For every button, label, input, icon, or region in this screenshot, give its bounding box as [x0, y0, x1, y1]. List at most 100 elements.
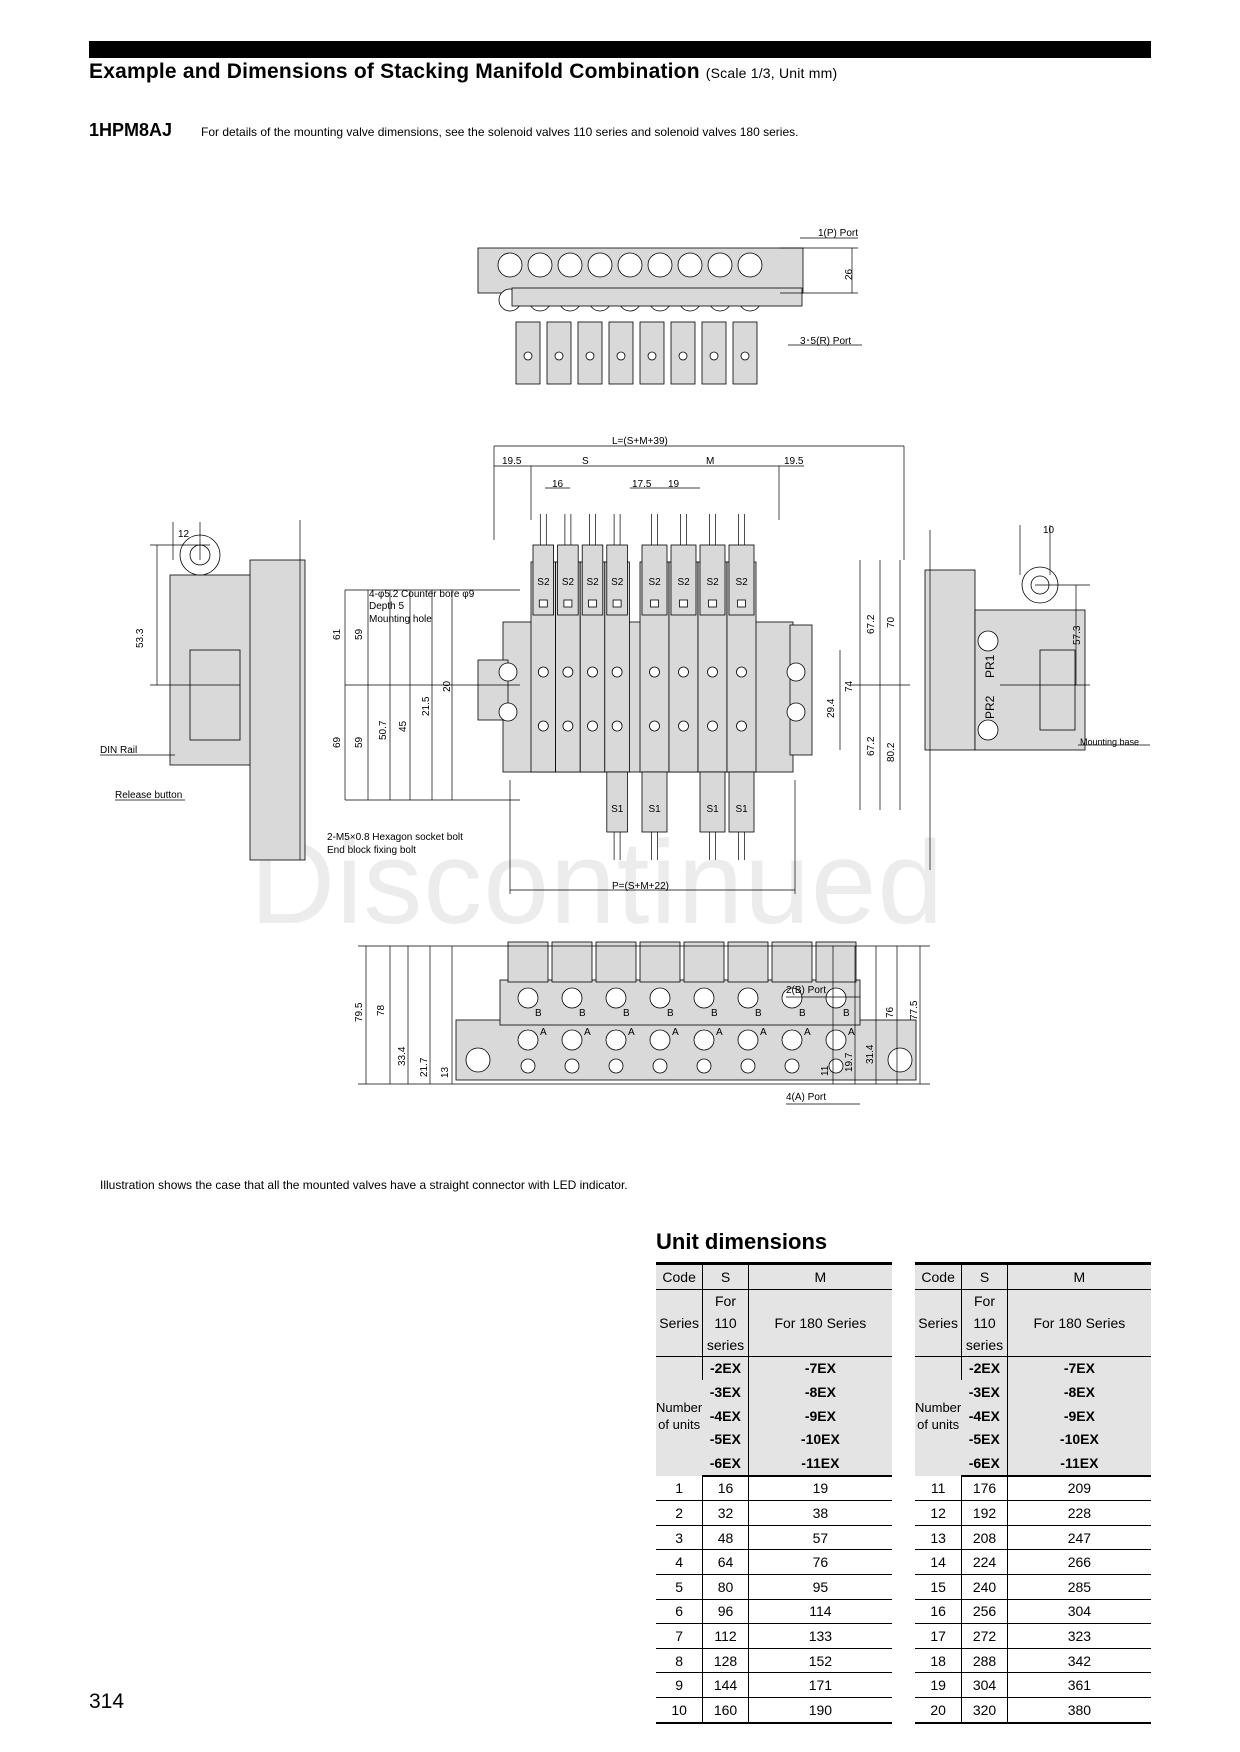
bolt: [587, 666, 598, 678]
bolt: [707, 720, 718, 732]
page-title: Example and Dimensions of Stacking Manif…: [89, 60, 837, 84]
s-header: S: [961, 1263, 1008, 1290]
dim-76: 76: [885, 1006, 896, 1018]
release-button-label: Release button: [115, 790, 182, 801]
p-port-label: 1(P) Port: [818, 228, 858, 239]
s-cell: 192: [961, 1500, 1008, 1526]
dim-70: 70: [886, 616, 897, 628]
units-cell: 3: [656, 1525, 703, 1551]
b-label: B: [535, 1008, 542, 1019]
m-cell: 209: [1006, 1475, 1151, 1502]
a-label: A: [804, 1027, 811, 1038]
dim-L: L=(S+M+39): [612, 436, 668, 447]
bottom-valve: [507, 941, 549, 983]
dim-33-4: 33.4: [397, 1046, 408, 1066]
s1-label: S1: [736, 804, 749, 815]
bolt: [649, 666, 660, 678]
s-code: -5EX: [961, 1427, 1008, 1451]
m-cell: 380: [1006, 1697, 1151, 1724]
s-cell: 96: [702, 1599, 749, 1625]
pr2-label: PR2: [983, 695, 997, 719]
b-label: B: [623, 1008, 630, 1019]
bolt: [611, 666, 623, 678]
top-port-circle: [707, 252, 733, 278]
s2-label: S2: [649, 577, 662, 588]
bolt: [587, 720, 598, 732]
illustration-caption: Illustration shows the case that all the…: [100, 1178, 628, 1192]
m-cell: 190: [747, 1697, 892, 1724]
units-cell: 20: [915, 1697, 962, 1724]
s-cell: 64: [702, 1549, 749, 1575]
led-indicator: [612, 599, 622, 608]
dim-16: 16: [552, 479, 564, 490]
port-hole: [564, 1058, 580, 1074]
port-hole: [696, 1058, 712, 1074]
a-port: [517, 1029, 539, 1051]
b-port: [693, 987, 715, 1009]
a-label: A: [716, 1027, 723, 1038]
s-cell: 80: [702, 1574, 749, 1600]
dim-80-2: 80.2: [886, 742, 897, 762]
code-option-row: -4EX-9EX: [915, 1403, 1151, 1428]
m-cell: 152: [747, 1648, 892, 1674]
m-cell: 342: [1006, 1648, 1151, 1674]
m-code: -8EX: [1006, 1380, 1151, 1404]
a-port: [561, 1029, 583, 1051]
model-number: 1HPM8AJ: [89, 120, 173, 140]
s-cell: 240: [961, 1574, 1008, 1600]
s-cell: 320: [961, 1697, 1008, 1724]
left-view-valve: [249, 559, 306, 861]
s-cell: 272: [961, 1623, 1008, 1649]
bolt: [562, 666, 574, 678]
s2-label: S2: [562, 577, 575, 588]
top-bolt: [678, 351, 688, 361]
dim-57-3: 57.3: [1072, 625, 1083, 645]
bottom-solenoid: [699, 771, 726, 833]
m-code: -10EX: [747, 1427, 892, 1451]
led-indicator: [679, 599, 688, 608]
s-cell: 224: [961, 1549, 1008, 1575]
top-view-base: [511, 287, 803, 307]
bolt-label: End block fixing bolt: [327, 845, 416, 856]
m-cell: 38: [747, 1500, 892, 1526]
dim-20: 20: [442, 680, 453, 692]
s-series: For 110 series: [961, 1289, 1008, 1357]
bottom-valve: [771, 941, 813, 983]
a-label: A: [848, 1027, 855, 1038]
b-port: [561, 987, 583, 1009]
led-indicator: [650, 599, 659, 608]
s-header: S: [702, 1263, 749, 1290]
bottom-solenoid: [641, 771, 668, 833]
top-port-circle: [737, 252, 763, 278]
s-series: For 110 series: [702, 1289, 749, 1357]
dim-21-7: 21.7: [419, 1057, 430, 1077]
dim-11: 11: [820, 1065, 831, 1076]
m-series: For 180 Series: [1006, 1289, 1151, 1357]
s-code: -4EX: [961, 1403, 1008, 1428]
s-cell: 16: [702, 1475, 749, 1502]
dim-10: 10: [1043, 525, 1055, 536]
s-code: -4EX: [702, 1403, 749, 1428]
dim-59-lower: 59: [354, 736, 365, 748]
bolt: [678, 666, 689, 678]
m-code: -7EX: [747, 1356, 892, 1381]
dim-67-2-upper: 67.2: [866, 614, 877, 634]
units-cell: 4: [656, 1549, 703, 1575]
units-label-line2: of units: [917, 1417, 960, 1433]
top-port-circle: [497, 252, 523, 278]
top-bolt: [585, 351, 595, 361]
dim-19-5-left: 19.5: [502, 456, 522, 467]
units-cell: 13: [915, 1525, 962, 1551]
dim-50-7: 50.7: [378, 720, 389, 740]
